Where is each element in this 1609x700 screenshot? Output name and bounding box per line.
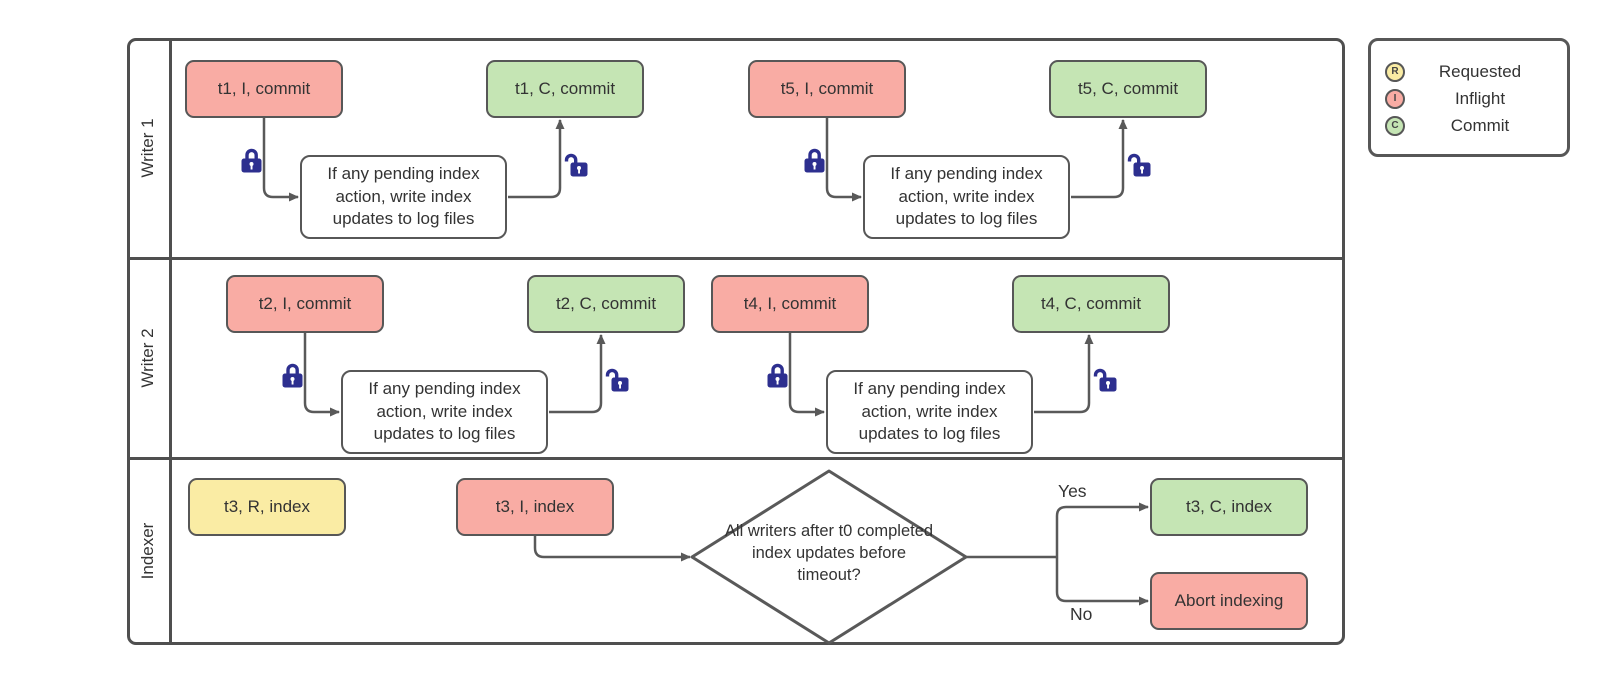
connector-process-to-t2-commit	[549, 334, 606, 414]
lane-divider	[127, 457, 1345, 460]
lane-divider	[127, 257, 1345, 260]
node-t3-commit-index: t3, C, index	[1150, 478, 1308, 536]
lock-open-icon	[604, 365, 630, 393]
legend: R Requested I Inflight C Commit	[1368, 38, 1570, 157]
node-t2-commit-commit: t2, C, commit	[527, 275, 685, 333]
process-box: If any pending index action, write index…	[863, 155, 1070, 239]
lock-closed-icon	[281, 361, 304, 389]
node-t4-commit-commit: t4, C, commit	[1012, 275, 1170, 333]
connector-no-branch	[1055, 557, 1149, 606]
process-box: If any pending index action, write index…	[300, 155, 507, 239]
legend-label: Commit	[1450, 115, 1510, 135]
lock-closed-icon	[766, 361, 789, 389]
node-t1-commit-commit: t1, C, commit	[486, 60, 644, 118]
connector-t3-inflight-to-decision	[533, 536, 691, 562]
node-t2-inflight-commit: t2, I, commit	[226, 275, 384, 333]
lock-open-icon	[563, 150, 589, 178]
process-box: If any pending index action, write index…	[341, 370, 548, 454]
decision-diamond	[690, 469, 968, 645]
requested-state-icon: R	[1385, 61, 1405, 82]
node-t5-inflight-commit: t5, I, commit	[748, 60, 906, 118]
legend-item-inflight: I Inflight	[1385, 85, 1555, 112]
legend-label: Requested	[1438, 61, 1522, 81]
yes-edge-label: Yes	[1058, 481, 1087, 501]
commit-state-icon: C	[1385, 115, 1405, 136]
connector-process-to-t4-commit	[1034, 334, 1094, 414]
node-t5-commit-commit: t5, C, commit	[1049, 60, 1207, 118]
connector-t5-inflight-to-process	[825, 118, 862, 202]
lane-header-divider	[169, 38, 172, 645]
inflight-state-icon: I	[1385, 88, 1405, 109]
decision-label: All writers after t0 completed index upd…	[724, 522, 934, 584]
node-t3-inflight-index: t3, I, index	[456, 478, 614, 536]
connector-process-to-t1-commit	[508, 119, 565, 199]
node-t4-inflight-commit: t4, I, commit	[711, 275, 869, 333]
lock-closed-icon	[240, 146, 263, 174]
connector-yes-branch	[1055, 502, 1149, 557]
connector-t2-inflight-to-process	[303, 333, 340, 417]
lock-open-icon	[1092, 365, 1118, 393]
connector-t4-inflight-to-process	[788, 333, 825, 417]
connector-process-to-t5-commit	[1071, 119, 1128, 199]
node-t1-inflight-commit: t1, I, commit	[185, 60, 343, 118]
no-edge-label: No	[1070, 604, 1093, 624]
node-abort-indexing: Abort indexing	[1150, 572, 1308, 630]
connector-t1-inflight-to-process	[262, 118, 299, 202]
legend-item-commit: C Commit	[1385, 112, 1555, 139]
lock-closed-icon	[803, 146, 826, 174]
legend-label: Inflight	[1454, 88, 1506, 108]
lock-open-icon	[1126, 150, 1152, 178]
process-box: If any pending index action, write index…	[826, 370, 1033, 454]
legend-item-requested: R Requested	[1385, 58, 1555, 85]
node-t3-requested-index: t3, R, index	[188, 478, 346, 536]
